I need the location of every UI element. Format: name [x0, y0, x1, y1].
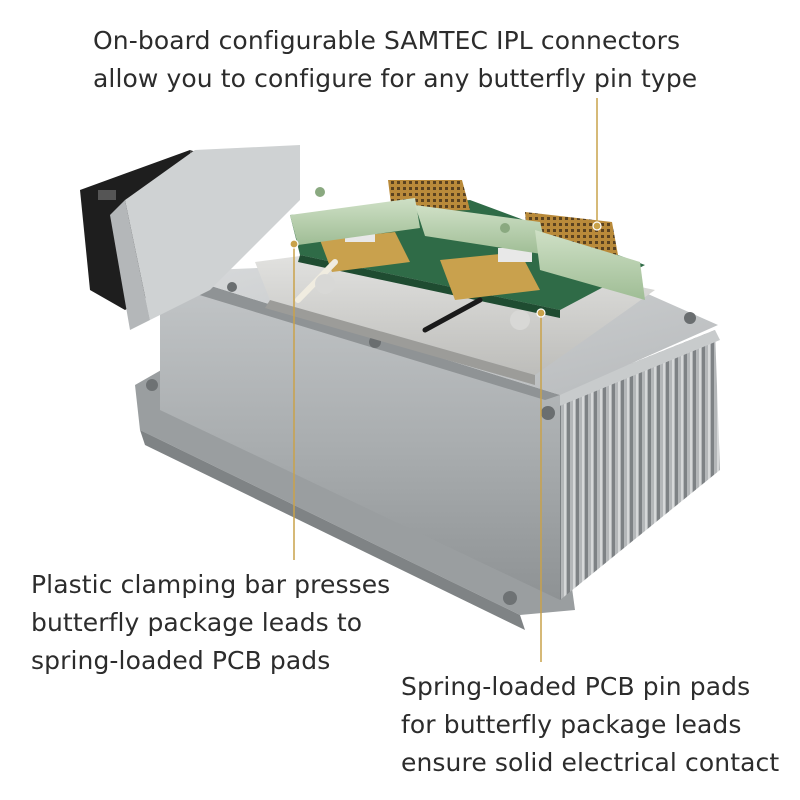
caption-samtec-connectors: On-board configurable SAMTEC IPL connect… [93, 22, 697, 98]
caption-line: for butterfly package leads [401, 710, 742, 739]
caption-line: ensure solid electrical contact [401, 748, 780, 777]
butterfly-packages [320, 228, 540, 300]
leader-dot-left [289, 239, 299, 249]
caption-line: Plastic clamping bar presses [31, 570, 391, 599]
caption-line: On-board configurable SAMTEC IPL connect… [93, 26, 681, 55]
fiber-pigtails [295, 259, 530, 333]
caption-line: spring-loaded PCB pads [31, 646, 331, 675]
caption-line: Spring-loaded PCB pin pads [401, 672, 751, 701]
caption-line: butterfly package leads to [31, 608, 363, 637]
caption-pcb-pin-pads: Spring-loaded PCB pin pads for butterfly… [401, 668, 779, 782]
heatsink-fins [540, 330, 720, 600]
leader-lines [289, 98, 602, 662]
leader-dot-right [536, 308, 546, 318]
clamping-bars [290, 187, 645, 300]
leader-dot-top [592, 221, 602, 231]
caption-line: allow you to configure for any butterfly… [93, 64, 698, 93]
caption-clamping-bar: Plastic clamping bar presses butterfly p… [31, 566, 390, 680]
